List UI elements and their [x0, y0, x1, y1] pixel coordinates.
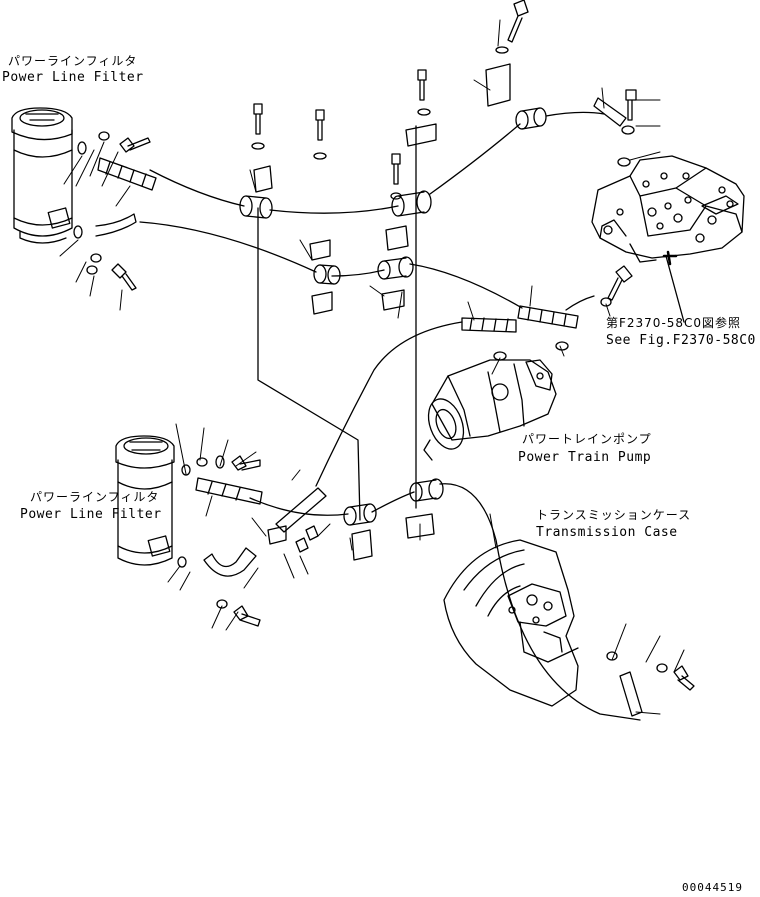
power-train-pump-icon	[423, 359, 557, 461]
reference-leader-line	[665, 255, 685, 323]
case-label-jp: トランスミッションケース	[536, 508, 692, 522]
callout-leader-lines	[59, 19, 685, 715]
filter-bottom-label-en: Power Line Filter	[20, 507, 162, 522]
power-line-filter-top-icon	[11, 107, 73, 244]
filter-top-label-jp: パワーラインフィルタ	[8, 54, 138, 68]
filter-top-label-en: Power Line Filter	[2, 70, 144, 85]
filter-bottom-label-jp: パワーラインフィルタ	[30, 490, 160, 504]
bolt-icon	[111, 0, 695, 691]
drawing-number: 00044519	[682, 881, 743, 894]
pump-label-jp: パワートレインポンプ	[522, 432, 652, 446]
case-label-en: Transmission Case	[536, 525, 678, 540]
o-ring-icon	[73, 46, 668, 673]
transmission-case-icon	[443, 539, 579, 707]
hose-fitting-icon	[95, 97, 643, 717]
hose-icon	[139, 111, 641, 721]
pump-label-en: Power Train Pump	[518, 450, 652, 465]
reference-label-jp: 第F2370-58C0図参照	[606, 316, 742, 330]
clamp-icon	[239, 63, 547, 561]
reference-label-en: See Fig.F2370-58C0	[606, 333, 756, 348]
control-valve-icon	[591, 155, 745, 266]
power-line-filter-bottom-icon	[115, 435, 175, 566]
